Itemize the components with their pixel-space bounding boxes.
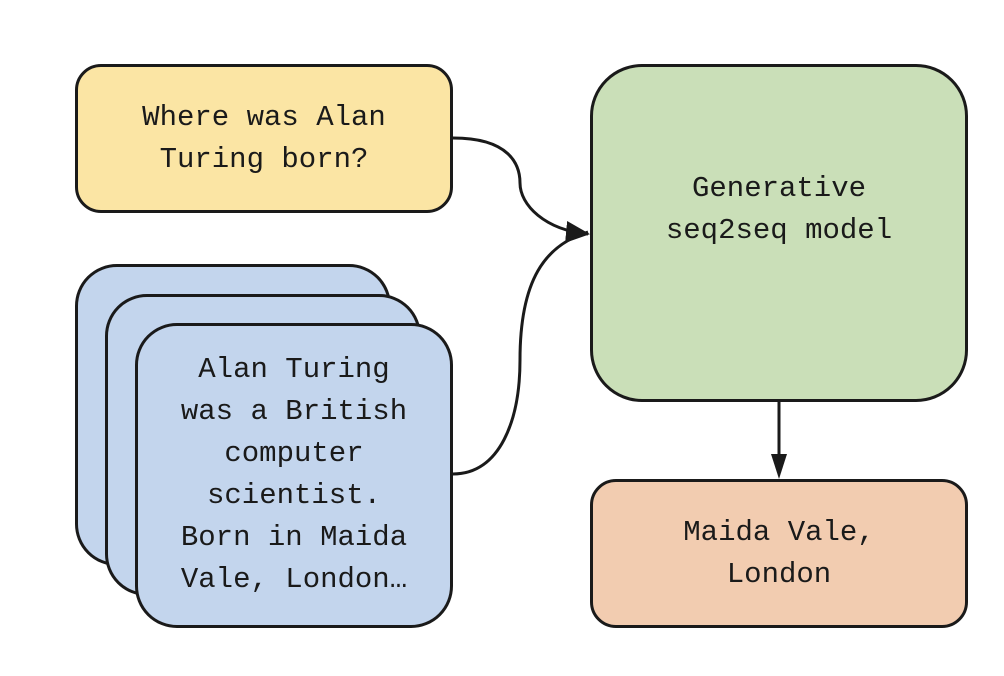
model-box: Generative seq2seq model <box>590 64 968 402</box>
answer-text: Maida Vale, London <box>683 515 875 591</box>
documents-to-model-arrow <box>452 230 589 476</box>
question-to-model-arrow <box>452 136 590 243</box>
document-card-front: Alan Turing was a British computer scien… <box>135 323 453 628</box>
question-text: Where was Alan Turing born? <box>142 100 386 176</box>
answer-box: Maida Vale, London <box>590 479 968 628</box>
model-to-answer-arrowhead <box>771 454 787 479</box>
document-text: Alan Turing was a British computer scien… <box>180 352 408 596</box>
model-text: Generative seq2seq model <box>665 172 893 247</box>
question-box: Where was Alan Turing born? <box>75 64 453 213</box>
